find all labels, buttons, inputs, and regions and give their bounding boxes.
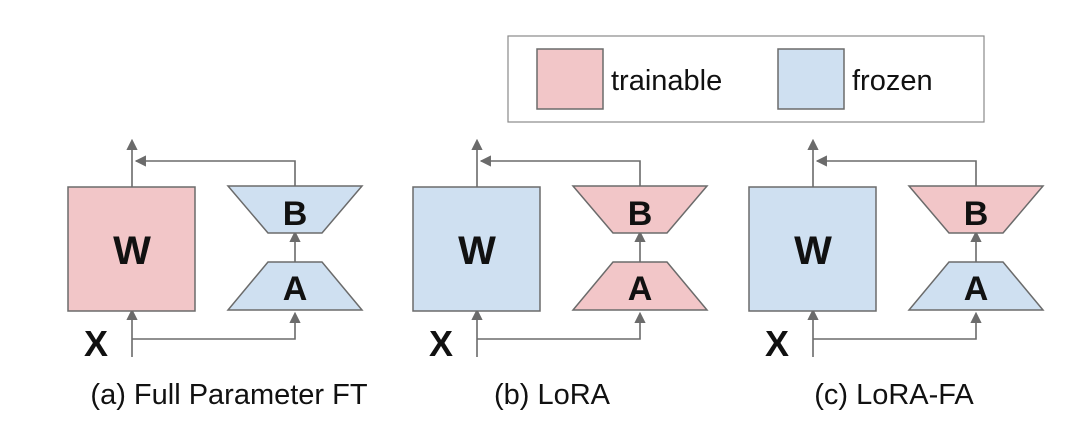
- adapter-label-a: A: [283, 270, 308, 308]
- input-label-x: X: [84, 323, 108, 364]
- adapter-label-a: A: [628, 270, 653, 308]
- panel-lora: W B A X (b) LoRA: [412, 138, 709, 411]
- panel-lora-fa: W B A X (c) LoRA-FA: [748, 138, 1045, 411]
- adapter-block-b: [226, 185, 364, 234]
- adapter-label-a: A: [964, 270, 989, 308]
- panel-caption: (a) Full Parameter FT: [90, 379, 367, 411]
- adapter-block-b: [571, 185, 709, 234]
- panel-connectors: [126, 138, 301, 357]
- panel-connectors: [471, 138, 646, 357]
- adapter-block-a: [226, 261, 364, 311]
- adapter-label-b: B: [964, 195, 989, 233]
- weight-label-w: W: [458, 229, 496, 273]
- panel-connectors: [807, 138, 982, 357]
- input-label-x: X: [765, 323, 789, 364]
- panel-caption: (c) LoRA-FA: [814, 379, 974, 411]
- adapter-block-a: [571, 261, 709, 311]
- adapter-block-b: [907, 185, 1045, 234]
- panel-full-parameter-ft: W B A X (a) Full Parameter FT: [67, 138, 368, 411]
- legend-trainable-swatch: [536, 48, 604, 110]
- legend-frozen-swatch: [777, 48, 845, 110]
- weight-label-w: W: [794, 229, 832, 273]
- legend: trainable frozen: [507, 35, 985, 123]
- legend-trainable-label: trainable: [611, 65, 722, 97]
- legend-frozen-label: frozen: [852, 65, 933, 97]
- weight-label-w: W: [113, 229, 151, 273]
- weight-block-w: [412, 186, 541, 312]
- weight-block-w: [748, 186, 877, 312]
- panel-caption: (b) LoRA: [494, 379, 611, 411]
- adapter-label-b: B: [628, 195, 653, 233]
- weight-block-w: [67, 186, 196, 312]
- adapter-block-a: [907, 261, 1045, 311]
- adapter-label-b: B: [283, 195, 308, 233]
- input-label-x: X: [429, 323, 453, 364]
